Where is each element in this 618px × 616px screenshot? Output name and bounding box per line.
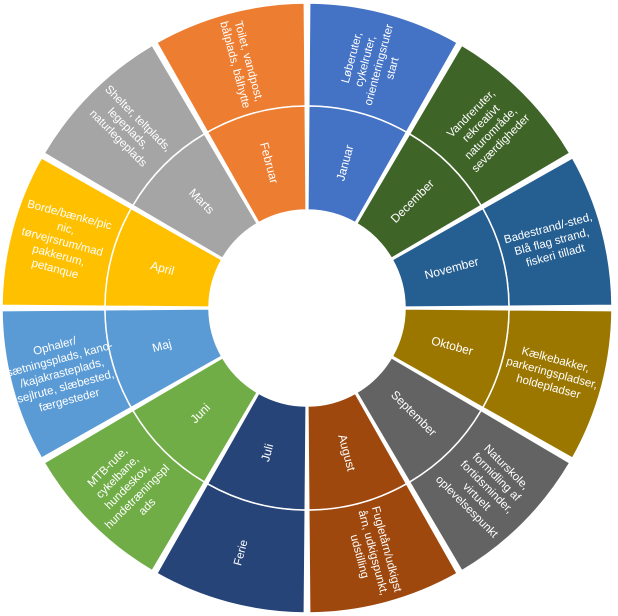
- month-label-april: April: [149, 259, 176, 279]
- inner-ring: [104, 105, 510, 511]
- month-label-juli: Juli: [258, 442, 276, 463]
- month-label-maj: Maj: [151, 337, 173, 356]
- center-hole: [209, 210, 405, 406]
